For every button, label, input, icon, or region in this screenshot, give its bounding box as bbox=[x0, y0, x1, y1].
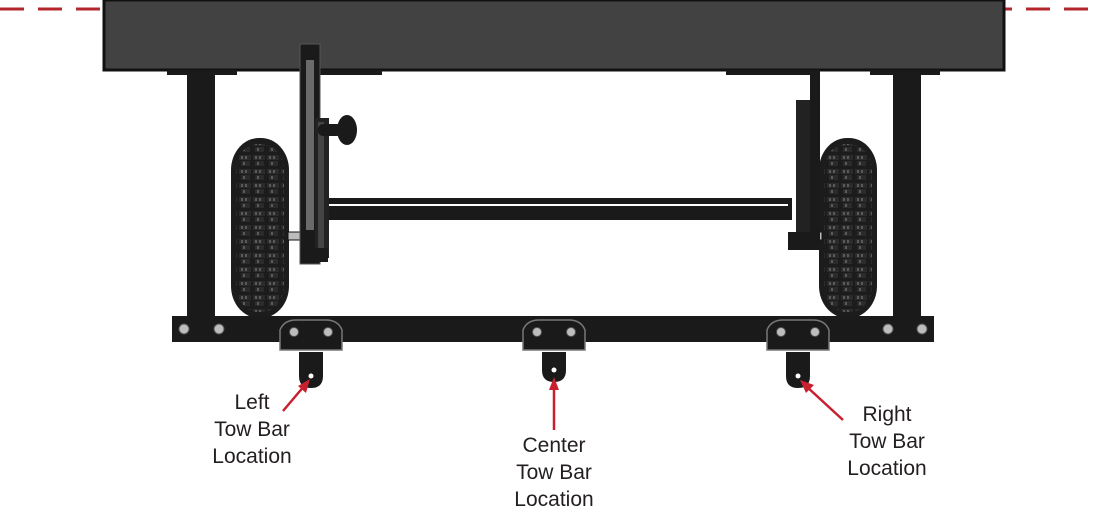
frame-bolts bbox=[178, 323, 928, 335]
axle-highlight bbox=[322, 204, 788, 206]
tire-right bbox=[819, 138, 877, 318]
left-label-line1: Left bbox=[234, 391, 270, 414]
right-bracket bbox=[788, 70, 820, 250]
deck-plate-right bbox=[870, 70, 940, 75]
right-label-line2: Tow Bar bbox=[849, 430, 925, 453]
post-left bbox=[187, 75, 215, 320]
arrow-center bbox=[549, 377, 559, 430]
post-right bbox=[893, 75, 921, 320]
jack-assembly bbox=[299, 43, 357, 265]
axle bbox=[318, 198, 792, 220]
left-label-line3: Location bbox=[212, 445, 292, 468]
tow-bar-mount-right bbox=[766, 319, 830, 388]
right-label-line1: Right bbox=[862, 403, 912, 426]
trailer-deck bbox=[102, 0, 1006, 72]
deck-plate-left bbox=[167, 70, 237, 75]
right-tow-bar-label: Right Tow Bar Location bbox=[828, 401, 946, 482]
tire-left bbox=[231, 138, 289, 318]
center-label-line3: Location bbox=[514, 488, 594, 511]
left-tow-bar-label: Left Tow Bar Location bbox=[196, 389, 308, 470]
center-label-line1: Center bbox=[522, 434, 586, 457]
arrow-left bbox=[282, 379, 310, 412]
center-tow-bar-label: Center Tow Bar Location bbox=[494, 432, 614, 513]
deck-plate-bracket bbox=[726, 70, 810, 75]
left-label-line2: Tow Bar bbox=[214, 418, 290, 441]
right-label-line3: Location bbox=[847, 457, 927, 480]
center-label-line2: Tow Bar bbox=[516, 461, 592, 484]
tow-bar-mount-center bbox=[522, 319, 586, 382]
arrow-right bbox=[800, 380, 844, 421]
deck-plate-jack bbox=[320, 70, 382, 75]
tow-bar-mount-left bbox=[279, 319, 343, 388]
